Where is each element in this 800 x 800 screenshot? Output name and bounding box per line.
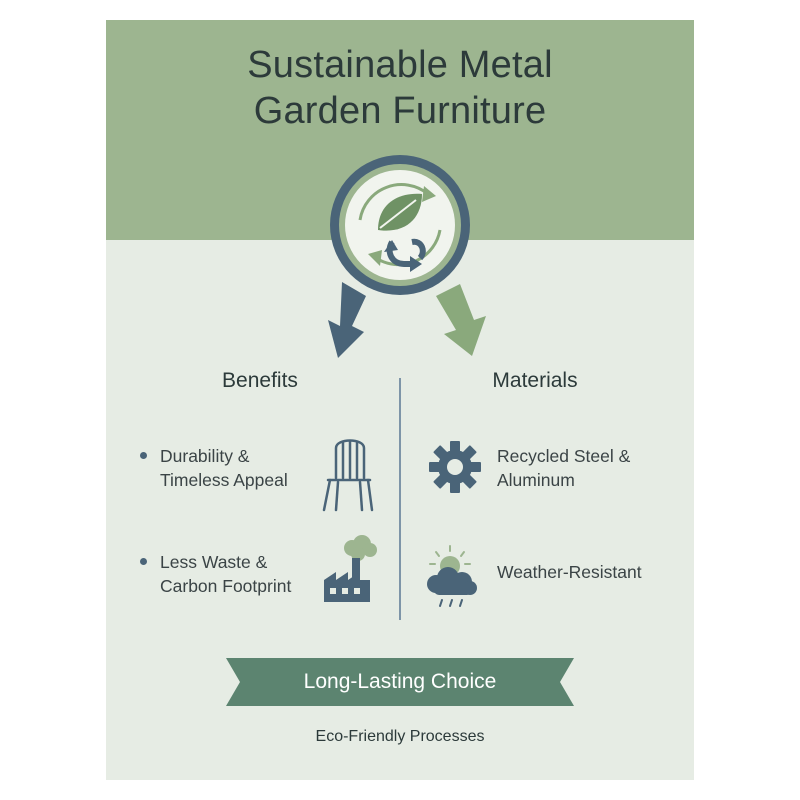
arrow-left-blue (328, 282, 366, 358)
gear-icon (429, 441, 481, 493)
title-line-2: Garden Furniture (253, 90, 547, 132)
bullet (140, 558, 147, 565)
page-title: Sustainable Metal Garden Furniture (106, 42, 694, 134)
leaf-recycle-icon (330, 155, 470, 295)
benefit-line-2: Timeless Appeal (160, 470, 288, 490)
infographic-poster: Sustainable Metal Garden Furniture (106, 20, 694, 780)
factory-icon (324, 535, 377, 602)
chair-icon (322, 439, 374, 512)
benefit-line-1: Durability & (160, 446, 250, 466)
ribbon-banner (226, 658, 574, 706)
ribbon-label: Long-Lasting Choice (303, 670, 497, 693)
footer-text: Eco-Friendly Processes (315, 728, 485, 745)
material-line-1: Weather-Resistant (497, 562, 642, 582)
column-divider (399, 378, 401, 620)
material-line-1: Recycled Steel & (497, 446, 631, 466)
benefits-heading: Benefits (222, 369, 298, 392)
material-line-2: Aluminum (497, 470, 575, 490)
weather-icon (427, 545, 477, 607)
benefit-line-2: Carbon Footprint (160, 576, 292, 596)
materials-heading: Materials (492, 369, 578, 392)
benefit-line-1: Less Waste & (160, 552, 268, 572)
title-line-1: Sustainable Metal (247, 44, 553, 86)
bullet (140, 452, 147, 459)
arrow-right-green (436, 284, 486, 356)
badge-graphic (328, 155, 486, 358)
